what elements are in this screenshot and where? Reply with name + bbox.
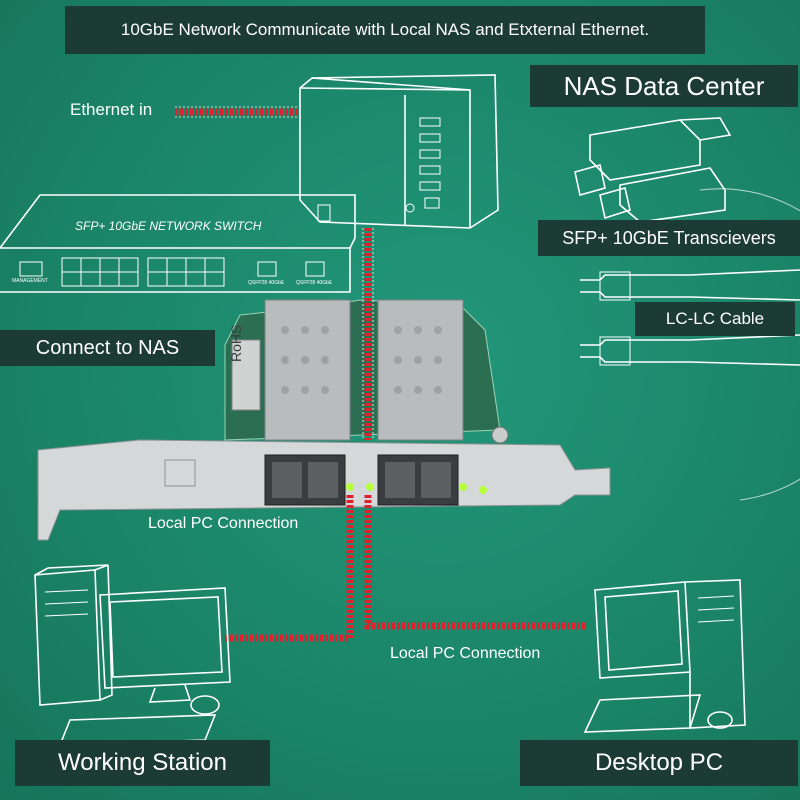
switch-management-label: MANAGEMENT xyxy=(12,278,48,284)
cable-outlines xyxy=(175,106,374,440)
switch-label: SFP+ 10GbE NETWORK SWITCH xyxy=(75,219,262,233)
ethernet-in-label: Ethernet in xyxy=(70,100,153,119)
nas-title: NAS Data Center xyxy=(530,65,798,107)
header-title: 10GbE Network Communicate with Local NAS… xyxy=(65,6,705,54)
network-switch-icon xyxy=(0,194,356,293)
local-pc-label-left: Local PC Connection xyxy=(148,515,299,532)
network-card-icon xyxy=(37,299,611,541)
nas-device-icon xyxy=(299,74,499,229)
working-station-label: Working Station xyxy=(15,740,270,786)
desktop-pc-icon xyxy=(583,579,746,733)
switch-port-a-label: QSFP28 40GbE xyxy=(248,280,285,286)
status-leds xyxy=(346,483,487,494)
lc-lc-cable-label: LC-LC Cable xyxy=(635,302,795,336)
transceivers-label: SFP+ 10GbE Transcievers xyxy=(538,220,800,256)
switch-port-b-label: QSFP28 40GbE xyxy=(296,280,333,286)
connect-nas-label: Connect to NAS xyxy=(0,330,215,366)
sfp-transceiver-icon xyxy=(574,117,732,223)
cable-paths xyxy=(175,108,585,642)
desktop-pc-label: Desktop PC xyxy=(520,740,798,786)
lc-lc-cable-icon xyxy=(580,269,800,366)
working-station-icon xyxy=(34,564,231,746)
local-pc-label-right: Local PC Connection xyxy=(390,645,541,662)
rohs-label: RoHS xyxy=(228,324,244,362)
cable-loop-arc xyxy=(699,188,800,501)
